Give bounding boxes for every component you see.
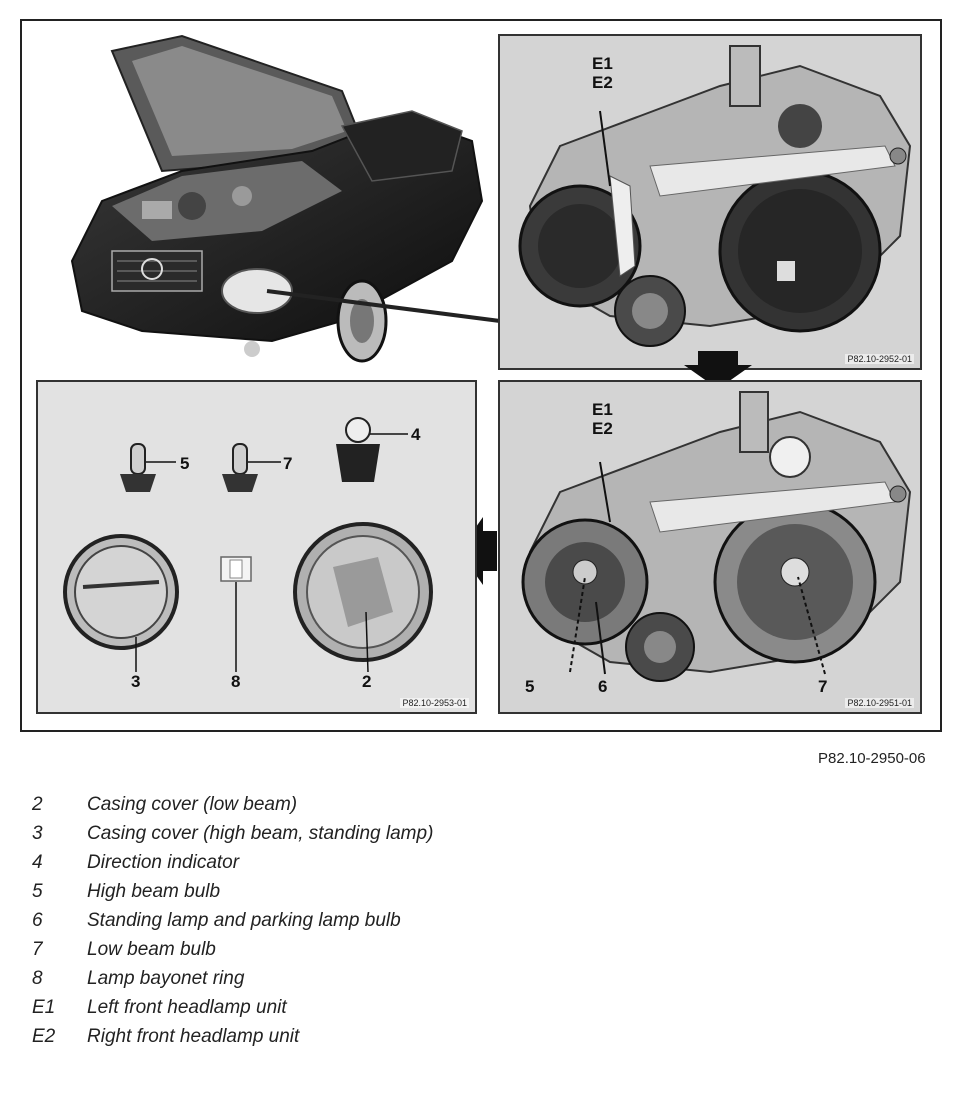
callout-2: 2 — [362, 672, 372, 691]
legend-text: Left front headlamp unit — [87, 997, 287, 1018]
callout-e2: E2 — [592, 419, 613, 438]
callout-e1: E1 — [592, 400, 613, 419]
legend-item: E1 Left front headlamp unit — [32, 993, 512, 1022]
legend-item: 7 Low beam bulb — [32, 935, 512, 964]
figure-frame: E1 E2 P82.10-2952-01 — [20, 19, 942, 732]
callout-5: 5 — [180, 454, 190, 473]
callout-e1: E1 — [592, 54, 613, 73]
callout-3: 3 — [131, 672, 141, 691]
components-panel: 5 7 4 3 8 2 P82.10-2953-01 — [36, 380, 477, 714]
legend-item: 2 Casing cover (low beam) — [32, 790, 512, 819]
legend-text: Direction indicator — [87, 852, 240, 873]
legend-key: 8 — [32, 968, 43, 989]
legend-item: 4 Direction indicator — [32, 848, 512, 877]
callout-5: 5 — [525, 677, 535, 696]
legend-key: E2 — [32, 1026, 56, 1047]
legend-key: 2 — [32, 794, 43, 815]
headlamp-open-view-panel: E1 E2 5 6 7 P82.10-2951-01 — [498, 380, 922, 714]
legend-key: 5 — [32, 881, 43, 902]
legend-text: High beam bulb — [87, 881, 221, 902]
photo-id: P82.10-2953-01 — [400, 698, 469, 708]
photo-id: P82.10-2952-01 — [845, 354, 914, 364]
legend-text: Lamp bayonet ring — [87, 968, 245, 989]
callout-7: 7 — [818, 677, 828, 696]
legend-text: Standing lamp and parking lamp bulb — [87, 910, 401, 931]
headlamp-rear-view-panel: E1 E2 P82.10-2952-01 — [498, 34, 922, 370]
legend-key: 3 — [32, 823, 43, 844]
legend-text: Casing cover (low beam) — [87, 794, 298, 815]
legend-item: 3 Casing cover (high beam, standing lamp… — [32, 819, 512, 848]
legend-item: 8 Lamp bayonet ring — [32, 964, 512, 993]
legend-item: E2 Right front headlamp unit — [32, 1022, 512, 1051]
legend-text: Right front headlamp unit — [87, 1026, 300, 1047]
legend-key: E1 — [32, 997, 56, 1018]
arrow-down-icon — [684, 351, 752, 389]
leader-line — [266, 289, 501, 323]
car-photo — [70, 34, 484, 363]
callout-7: 7 — [283, 454, 293, 473]
legend-text: Low beam bulb — [87, 939, 216, 960]
legend-text: Casing cover (high beam, standing lamp) — [87, 823, 434, 844]
callout-6: 6 — [598, 677, 608, 696]
callout-4: 4 — [411, 425, 421, 444]
arrow-left-icon — [459, 517, 497, 585]
components-photo — [38, 382, 475, 712]
legend-key: 6 — [32, 910, 43, 931]
figure-reference: P82.10-2950-06 — [818, 750, 926, 767]
legend: 2 Casing cover (low beam) 3 Casing cover… — [32, 790, 512, 1051]
headlamp-open-photo — [500, 382, 920, 712]
legend-key: 4 — [32, 852, 43, 873]
headlamp-rear-photo — [500, 36, 920, 368]
legend-item: 5 High beam bulb — [32, 877, 512, 906]
photo-id: P82.10-2951-01 — [845, 698, 914, 708]
legend-item: 6 Standing lamp and parking lamp bulb — [32, 906, 512, 935]
callout-e2: E2 — [592, 73, 613, 92]
callout-8: 8 — [231, 672, 241, 691]
legend-key: 7 — [32, 939, 43, 960]
